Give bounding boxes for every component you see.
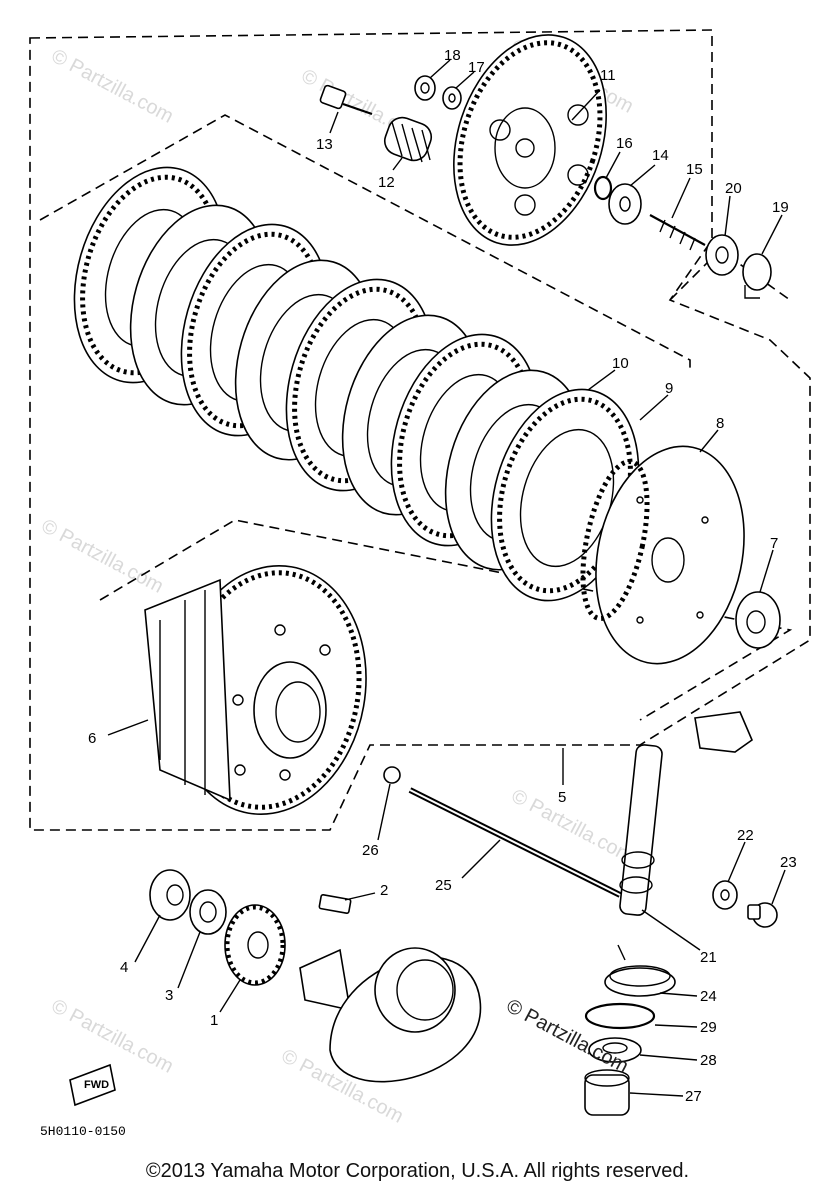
pressure-plate bbox=[453, 34, 607, 246]
clutch-boss bbox=[580, 445, 745, 665]
leader-lines bbox=[107, 59, 786, 1097]
callout-16: 16 bbox=[616, 135, 633, 152]
watermark: © Partzilla.com bbox=[48, 45, 177, 128]
clutch-housing bbox=[144, 564, 367, 816]
clutch-bolt bbox=[319, 84, 373, 116]
steel-ball bbox=[383, 766, 401, 784]
push-lever-shaft bbox=[619, 711, 753, 916]
adjust-screw bbox=[649, 214, 706, 251]
key bbox=[318, 894, 352, 914]
callout-21: 21 bbox=[700, 949, 717, 966]
clutch-spring bbox=[383, 116, 433, 163]
bushing bbox=[584, 1069, 630, 1116]
circlip bbox=[593, 175, 613, 201]
callout-8: 8 bbox=[716, 415, 724, 432]
callout-14: 14 bbox=[652, 147, 669, 164]
callout-26: 26 bbox=[362, 842, 379, 859]
callout-28: 28 bbox=[700, 1052, 717, 1069]
callout-20: 20 bbox=[725, 180, 742, 197]
oil-seal bbox=[588, 1037, 642, 1063]
fwd-arrow-icon: FWD bbox=[69, 1063, 116, 1107]
crankshaft bbox=[299, 947, 482, 1083]
callout-6: 6 bbox=[88, 730, 96, 747]
callout-19: 19 bbox=[772, 199, 789, 216]
watermark: © Partzilla.com bbox=[38, 515, 167, 598]
callout-4: 4 bbox=[120, 959, 128, 976]
callout-2: 2 bbox=[380, 882, 388, 899]
primary-drive-gear bbox=[224, 904, 286, 986]
plate-stack-outline bbox=[39, 114, 691, 370]
callout-24: 24 bbox=[700, 988, 717, 1005]
collar bbox=[189, 889, 227, 935]
callout-18: 18 bbox=[444, 47, 461, 64]
callout-3: 3 bbox=[165, 987, 173, 1004]
push-rod bbox=[408, 787, 622, 898]
watermark-dark: © Partzilla.com bbox=[503, 995, 632, 1078]
callout-13: 13 bbox=[316, 136, 333, 153]
bolt bbox=[747, 902, 778, 928]
callout-11: 11 bbox=[600, 67, 616, 84]
lock-washer bbox=[735, 591, 781, 649]
callout-1: 1 bbox=[210, 1012, 218, 1029]
watermark: © Partzilla.com bbox=[48, 995, 177, 1078]
lock-nut bbox=[705, 234, 739, 276]
tab-washer bbox=[742, 253, 772, 299]
callout-7: 7 bbox=[770, 535, 778, 552]
circlip-ring bbox=[584, 1002, 656, 1030]
return-spring bbox=[604, 944, 676, 997]
callout-22: 22 bbox=[737, 827, 754, 844]
washer bbox=[442, 86, 462, 110]
drawing-code: 5H0110-0150 bbox=[40, 1124, 126, 1139]
seal-washer bbox=[712, 880, 738, 910]
plate-washer bbox=[608, 183, 642, 225]
callout-5: 5 bbox=[558, 789, 566, 806]
callout-12: 12 bbox=[378, 174, 395, 191]
copyright-notice: ©2013 Yamaha Motor Corporation, U.S.A. A… bbox=[145, 1160, 690, 1182]
callout-17: 17 bbox=[468, 59, 485, 76]
thrust-washer bbox=[149, 869, 191, 921]
callout-15: 15 bbox=[686, 161, 703, 178]
watermark: © Partzilla.com bbox=[508, 785, 637, 868]
callout-25: 25 bbox=[435, 877, 452, 894]
assembly-boundary bbox=[29, 29, 811, 831]
callout-9: 9 bbox=[665, 380, 673, 397]
clutch-plate-stack bbox=[73, 166, 640, 602]
callout-29: 29 bbox=[700, 1019, 717, 1036]
callout-27: 27 bbox=[685, 1088, 702, 1105]
callout-numbers: 1 2 3 4 5 6 7 8 9 10 11 12 13 14 15 16 1… bbox=[88, 47, 797, 1105]
fwd-label: FWD bbox=[84, 1079, 109, 1091]
callout-10: 10 bbox=[612, 355, 629, 372]
callout-23: 23 bbox=[780, 854, 797, 871]
nut bbox=[414, 75, 436, 101]
